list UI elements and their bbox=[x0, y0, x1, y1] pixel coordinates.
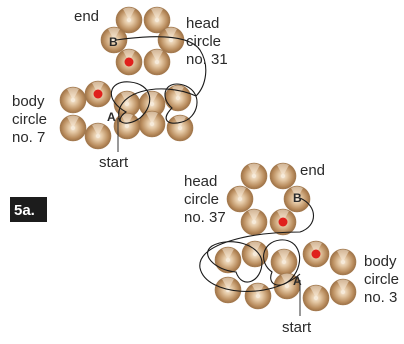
bead-top-body-10 bbox=[166, 114, 194, 142]
body-circle-label-bottom-line3: no. 3 bbox=[364, 289, 397, 306]
bead-top-body-6 bbox=[59, 114, 87, 142]
bead-b-label-top: B bbox=[109, 35, 118, 49]
step-label: 5a. bbox=[14, 202, 35, 219]
bead-bottom-body-5 bbox=[329, 248, 357, 276]
bead-bottom-body-9 bbox=[302, 284, 330, 312]
body-circle-label-bottom-line2: circle bbox=[364, 271, 399, 288]
head-circle-label-bottom-line1: head bbox=[184, 173, 217, 190]
step-label-box bbox=[10, 197, 47, 222]
thread-path-bottom bbox=[199, 197, 315, 292]
thread-loop-bottom-1 bbox=[207, 241, 263, 283]
end-label-bottom: end bbox=[300, 162, 325, 179]
thread-paths bbox=[110, 36, 315, 292]
start-label-top: start bbox=[99, 154, 129, 171]
head-circle-label-bottom-line3: no. 37 bbox=[184, 209, 226, 226]
start-label-bottom: start bbox=[282, 319, 312, 336]
thread-loop-bottom-2 bbox=[263, 239, 301, 286]
bead-top-head-1 bbox=[115, 6, 143, 34]
bead-bottom-body-7 bbox=[244, 282, 272, 310]
bead-bottom-body-10 bbox=[329, 278, 357, 306]
bead-b-label-bottom: B bbox=[293, 191, 302, 205]
bead-top-body-7 bbox=[84, 122, 112, 150]
bead-bottom-body-1 bbox=[214, 246, 242, 274]
thread-path-top bbox=[115, 36, 207, 123]
bead-bottom-head-2 bbox=[269, 162, 297, 190]
bead-top-head-2 bbox=[143, 6, 171, 34]
end-label-top: end bbox=[74, 8, 99, 25]
red-marker-top-head bbox=[124, 57, 134, 67]
bead-a-label-top: A bbox=[107, 110, 116, 124]
bead-top-head-3 bbox=[100, 26, 128, 54]
thread-loop-top-1 bbox=[110, 81, 151, 124]
red-marker-bottom-head bbox=[278, 217, 288, 227]
body-circle-label-top-line2: circle bbox=[12, 111, 47, 128]
bead-bottom-head-4 bbox=[283, 185, 311, 213]
head-circle-label-top-line2: circle bbox=[186, 33, 221, 50]
bead-top-head-4 bbox=[157, 26, 185, 54]
body-circle-label-top-line3: no. 7 bbox=[12, 129, 45, 146]
bead-top-body-9 bbox=[138, 110, 166, 138]
head-circle-label-bottom-line2: circle bbox=[184, 191, 219, 208]
body-circle-label-top-line1: body bbox=[12, 93, 45, 110]
head-circle-label-top-line3: no. 31 bbox=[186, 51, 228, 68]
markers-layer bbox=[93, 57, 321, 259]
bead-top-body-1 bbox=[59, 86, 87, 114]
bead-bottom-head-1 bbox=[240, 162, 268, 190]
red-marker-bottom-body bbox=[311, 249, 321, 259]
body-circle-label-bottom-line1: body bbox=[364, 253, 397, 270]
bead-bottom-body-3 bbox=[270, 248, 298, 276]
red-marker-top-body bbox=[93, 89, 103, 99]
bead-bottom-head-5 bbox=[240, 208, 268, 236]
bead-a-label-bottom: A bbox=[293, 274, 302, 288]
head-circle-label-top-line1: head bbox=[186, 15, 219, 32]
bead-bottom-head-3 bbox=[226, 185, 254, 213]
bead-top-head-6 bbox=[143, 48, 171, 76]
